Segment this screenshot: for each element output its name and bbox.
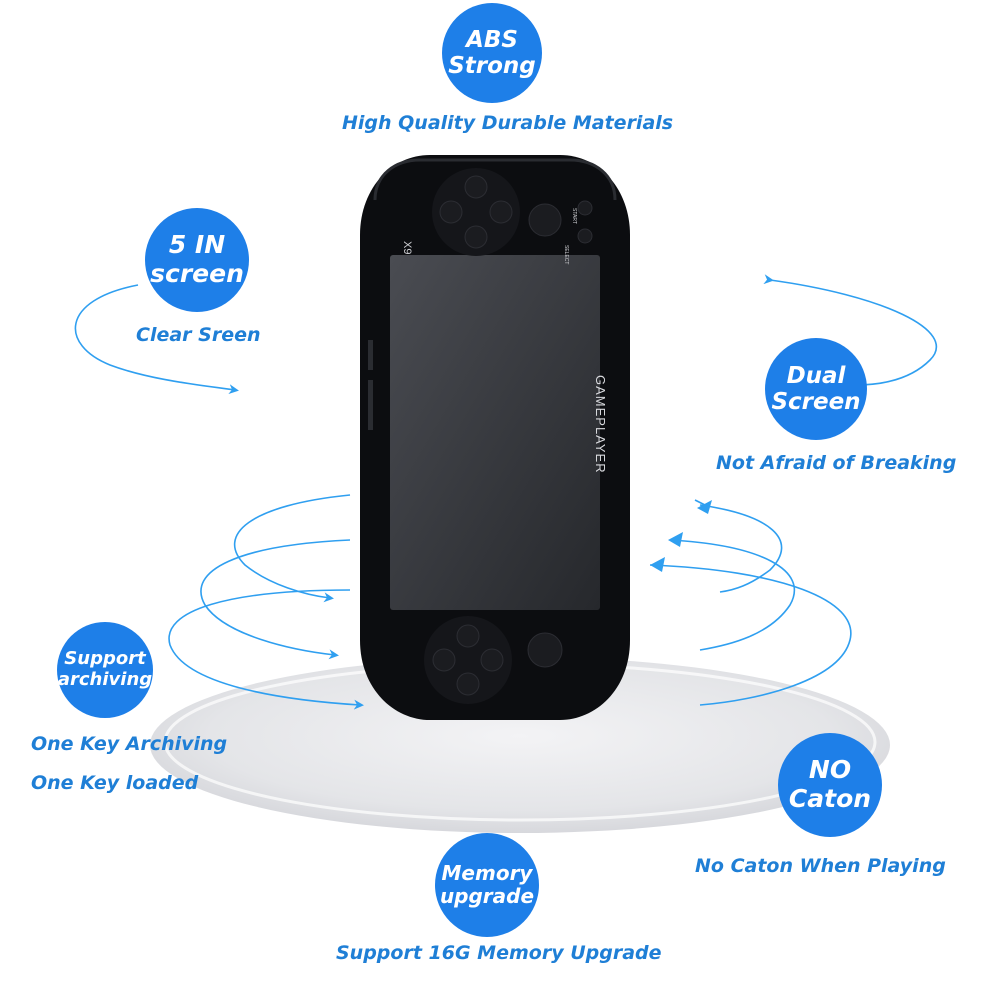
caption-abs-strong: High Quality Durable Materials: [342, 112, 674, 134]
side-label: GAMEPLAYER: [593, 375, 608, 474]
caption-archiving-2: One Key loaded: [31, 772, 199, 794]
caption-dual-screen: Not Afraid of Breaking: [716, 452, 957, 474]
badge-line-2: upgrade: [439, 884, 535, 908]
caption-no-caton: No Caton When Playing: [695, 855, 946, 877]
badge-memory-upgrade: Memory upgrade: [435, 833, 539, 937]
caption-memory-upgrade: Support 16G Memory Upgrade: [336, 942, 662, 964]
badge-line-1: NO: [808, 755, 852, 785]
caption-5in-screen: Clear Sreen: [136, 324, 261, 346]
badge-line-1: 5 IN: [168, 230, 226, 260]
badge-line-1: Dual: [786, 362, 846, 389]
select-label: SELECT: [563, 245, 569, 264]
badge-line-1: Support: [64, 648, 146, 670]
start-label: START: [571, 208, 577, 224]
display-platform: [150, 657, 890, 833]
badge-line-1: Memory: [441, 861, 533, 885]
badge-no-caton: NO Caton: [778, 733, 882, 837]
badge-line-2: Screen: [771, 389, 861, 415]
badge-line-1: ABS: [466, 26, 518, 53]
orbit-arrows: [74, 274, 938, 710]
model-label: X9: [401, 241, 413, 254]
badge-5in-screen: 5 IN screen: [145, 208, 249, 312]
badge-abs-strong: ABS Strong: [442, 3, 542, 103]
badge-support-archiving: Support archiving: [57, 622, 153, 718]
badge-line-2: Strong: [448, 53, 536, 79]
caption-archiving-1: One Key Archiving: [31, 733, 228, 755]
handheld-console: [360, 155, 630, 720]
console-screen: [390, 255, 600, 610]
badge-dual-screen: Dual Screen: [765, 338, 867, 440]
badge-line-2: Caton: [788, 784, 872, 813]
badge-line-2: archiving: [57, 669, 153, 690]
badge-line-2: screen: [150, 259, 244, 288]
